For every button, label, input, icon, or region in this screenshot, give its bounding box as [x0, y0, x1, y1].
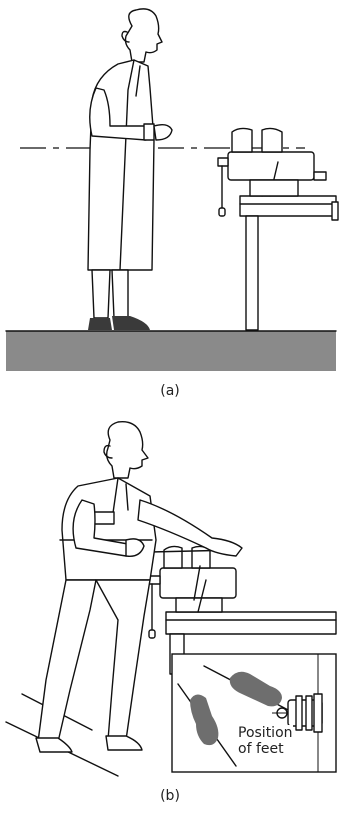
figure-b-illustration [6, 422, 336, 776]
feet-label-line-1: Position [238, 725, 293, 741]
workbench-a [240, 196, 338, 330]
figure-a-illustration [6, 9, 338, 371]
position-of-feet-label: Position of feet [238, 725, 293, 757]
figure-b-caption: (b) [0, 788, 340, 804]
standing-worker [88, 9, 172, 330]
shoe-right [112, 316, 150, 330]
floor-slab [6, 331, 336, 371]
figure-a-caption: (a) [0, 383, 340, 399]
feet-label-line-2: of feet [238, 741, 293, 757]
shoe-left [88, 318, 112, 330]
